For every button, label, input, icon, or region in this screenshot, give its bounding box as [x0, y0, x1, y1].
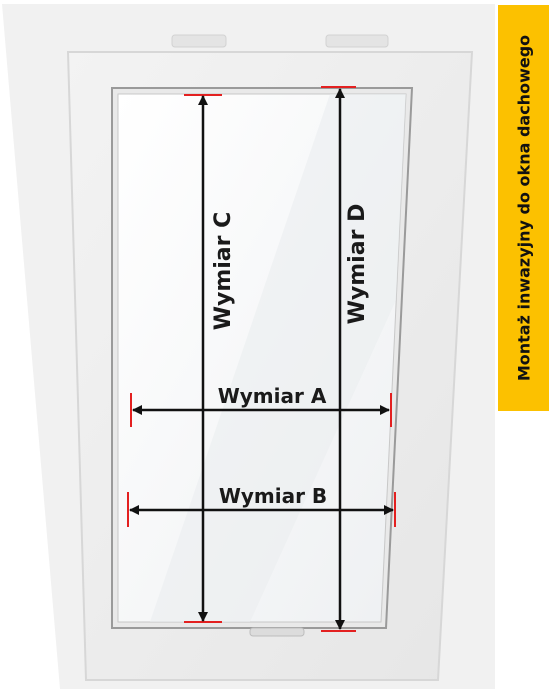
hinge-left: [171, 34, 227, 48]
hinge-right: [325, 34, 389, 48]
side-label-text: Montaż inwazyjny do okna dachowego: [514, 34, 533, 382]
dimension-arrows: [129, 88, 394, 630]
label-wymiar-b: Wymiar B: [219, 484, 327, 508]
label-wymiar-a: Wymiar A: [218, 384, 327, 408]
side-label-banner: Montaż inwazyjny do okna dachowego: [498, 5, 549, 411]
label-wymiar-d: Wymiar D: [345, 204, 370, 325]
label-wymiar-c: Wymiar C: [211, 212, 236, 331]
window-handle: [249, 627, 305, 637]
